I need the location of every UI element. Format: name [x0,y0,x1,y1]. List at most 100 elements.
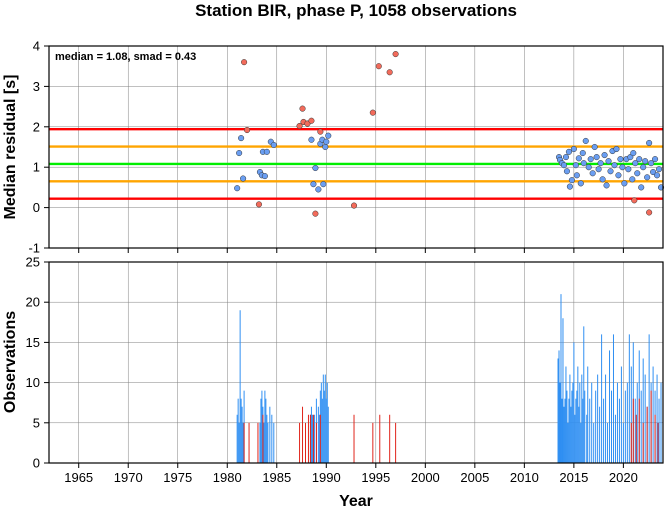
point-blue [572,162,579,169]
point-blue [238,135,245,142]
point-blue [632,160,639,167]
point-blue [625,166,632,173]
point-blue [640,164,647,171]
x-tick-label: 1970 [114,470,143,485]
point-blue [591,143,598,151]
point-blue [320,181,327,188]
point-red [317,128,324,135]
residual-y-axis-label: Median residual [s] [2,75,19,220]
point-blue [607,168,614,175]
point-blue [629,176,636,183]
point-blue [263,148,270,155]
point-red [296,122,303,130]
y-tick-label: 4 [33,39,40,54]
point-blue [642,158,649,165]
x-tick-label: 2000 [411,470,440,485]
observations-frame [48,261,664,464]
x-tick-label: 1975 [163,470,192,485]
x-tick-label: 1995 [361,470,390,485]
point-blue [568,177,575,184]
point-blue [323,138,330,145]
point-blue [579,150,586,157]
residual-points [234,51,665,217]
point-blue [310,181,317,188]
y-tick-label: 2 [33,119,40,134]
point-blue [322,143,329,151]
x-tick-label: 1980 [213,470,242,485]
y-tick-label: 20 [26,295,40,310]
point-blue [648,160,655,167]
y-tick-label: 10 [26,375,40,390]
point-blue [611,162,618,169]
x-tick-label: 1985 [262,470,291,485]
point-blue [595,166,602,173]
point-blue [599,176,606,183]
point-blue [630,150,637,157]
x-tick-label: 2010 [510,470,539,485]
point-blue [261,173,268,180]
point-blue [615,172,622,179]
x-tick-label: 2020 [609,470,638,485]
point-blue [655,166,663,173]
y-tick-label: 3 [33,79,40,94]
point-red [308,117,315,124]
point-blue [562,154,569,161]
y-tick-label: 5 [33,415,40,430]
point-red [375,63,382,70]
x-tick-label: 1965 [64,470,93,485]
x-tick-label: 2005 [460,470,489,485]
residual-x-ticks [78,248,624,253]
point-blue [621,180,628,187]
point-blue [636,156,643,163]
point-blue [587,156,594,163]
point-blue [270,141,277,149]
point-red [244,126,251,134]
point-blue [234,185,241,192]
y-tick-label: 0 [33,200,40,215]
observations-y-axis-label: Observations [2,311,19,413]
point-red [299,105,306,112]
point-blue [312,164,319,172]
y-tick-label: 25 [26,255,40,270]
point-red [631,197,638,204]
point-blue [634,170,641,177]
point-blue [308,136,315,143]
chart-title: Station BIR, phase P, 1058 observations [195,1,517,20]
point-blue [605,158,612,165]
residual-annotation: median = 1.08, smad = 0.43 [55,51,196,63]
point-blue [315,186,322,193]
point-red [255,201,262,208]
point-blue [580,160,587,167]
point-blue [566,183,573,190]
y-tick-label: 0 [33,456,40,471]
point-red [392,51,399,58]
point-blue [652,156,659,163]
residual-panel: -1 0 1 2 3 4 median = 1.08, smad = 0.43 Media… [2,39,665,256]
x-axis-label: Year [339,493,373,510]
point-blue [638,184,645,191]
point-blue [644,174,651,181]
x-tick-label: 1990 [312,470,341,485]
point-blue [570,145,577,153]
point-blue [582,137,589,144]
observations-x-ticks: 1965 1970 1975 1980 1985 1990 1995 2000 2005 2010… [64,463,638,485]
point-blue [577,180,584,187]
point-blue [573,172,580,179]
point-blue [601,152,608,159]
point-blue [650,168,657,176]
y-tick-label: -1 [28,241,40,256]
point-blue [585,164,592,171]
point-blue [589,170,596,177]
point-blue [613,145,620,153]
point-red [369,109,376,116]
point-red [241,59,248,66]
y-tick-label: 1 [33,160,40,175]
point-blue [565,148,572,155]
point-blue [646,139,653,147]
point-blue [563,168,570,175]
point-blue [617,156,624,163]
point-blue [325,132,332,139]
